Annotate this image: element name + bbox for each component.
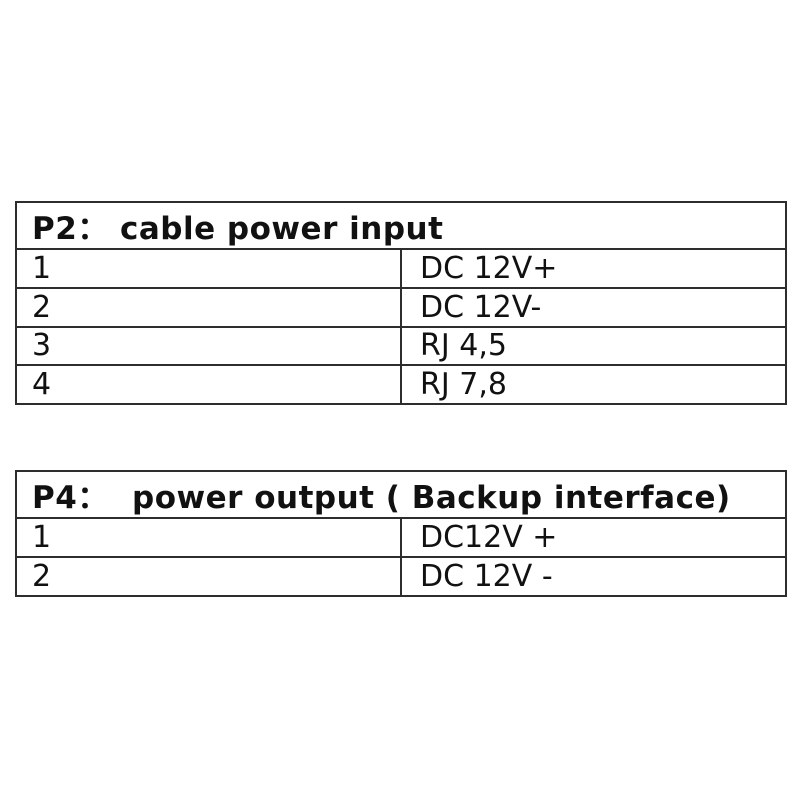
p2-header-cell: P2： cable power input: [15, 201, 787, 250]
p4-header-cell: P4： power output ( Backup interface): [15, 470, 787, 519]
pin-number-cell: 2: [15, 556, 402, 597]
pin-description-cell: DC 12V -: [400, 556, 787, 597]
p4-header-row: P4： power output ( Backup interface): [15, 470, 787, 519]
p2-table-title: cable power input: [120, 211, 444, 247]
pin-table-p2: P2： cable power input 1 DC 12V+ 2 DC 12V-…: [15, 201, 787, 405]
table-row: 4 RJ 7,8: [15, 364, 787, 405]
table-row: 1 DC12V +: [15, 517, 787, 558]
p2-connector-label: P2：: [32, 211, 109, 247]
pin-number-cell: 2: [15, 286, 402, 328]
table-row: 3 RJ 4,5: [15, 325, 787, 367]
pin-description-cell: RJ 4,5: [400, 325, 787, 367]
p2-header-row: P2： cable power input: [15, 201, 787, 250]
p4-connector-label: P4：: [32, 480, 109, 516]
table-row: 1 DC 12V+: [15, 248, 787, 289]
p4-table-title: power output ( Backup interface): [132, 480, 731, 516]
pin-description-cell: DC 12V-: [400, 286, 787, 328]
pin-table-p4: P4： power output ( Backup interface) 1 DC…: [15, 470, 787, 597]
pin-number-cell: 1: [15, 517, 402, 558]
pin-description-cell: DC12V +: [400, 517, 787, 558]
table-row: 2 DC 12V -: [15, 556, 787, 597]
table-row: 2 DC 12V-: [15, 286, 787, 328]
pin-number-cell: 4: [15, 364, 402, 405]
pin-description-cell: DC 12V+: [400, 248, 787, 289]
pin-description-cell: RJ 7,8: [400, 364, 787, 405]
pin-number-cell: 1: [15, 248, 402, 289]
pin-number-cell: 3: [15, 325, 402, 367]
